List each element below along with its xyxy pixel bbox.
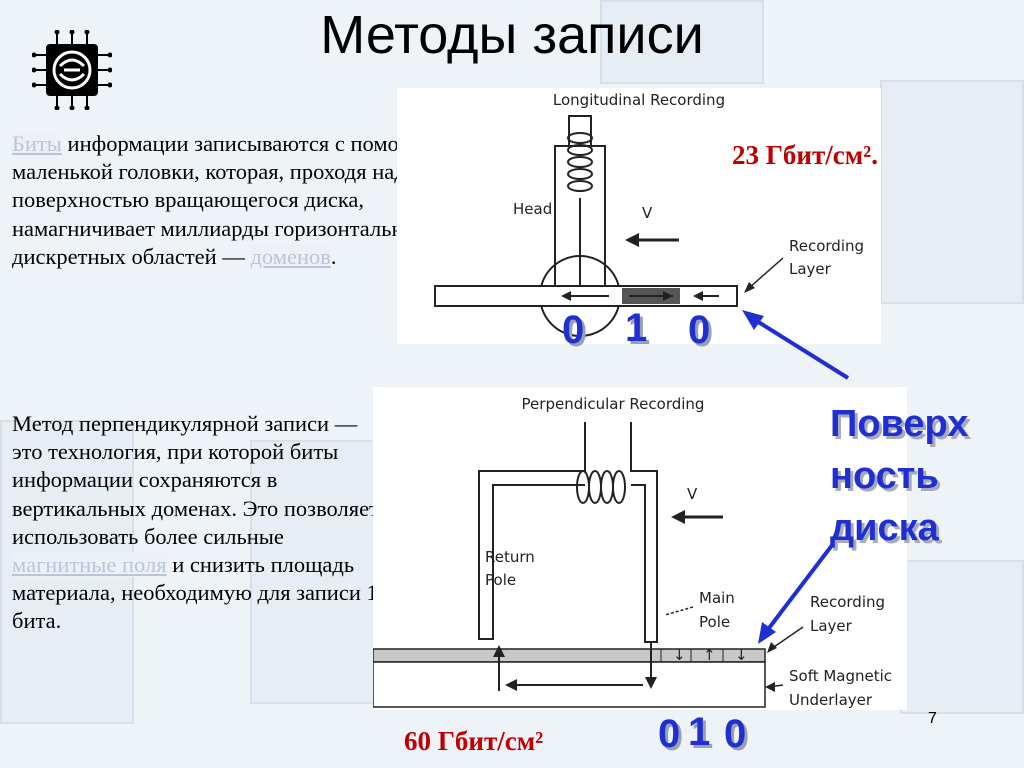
fig2-v-label: V <box>687 485 698 503</box>
fig2-layer-label-1: Recording <box>810 593 885 611</box>
head-label: Head <box>513 200 552 218</box>
density-longitudinal: 23 Гбит/см². <box>732 140 878 170</box>
link-magnetic-fields[interactable]: магнитные поля <box>12 552 167 578</box>
soft-label-2: Underlayer <box>789 691 873 709</box>
main-pole-label-1: Main <box>699 589 735 607</box>
paragraph-perpendicular: Метод перпендикулярной записи — это техн… <box>12 410 382 636</box>
paragraph-longitudinal: Биты информации записываются с помощью м… <box>12 130 492 271</box>
fig2-bit-0: 0 <box>658 712 681 756</box>
density-perpendicular: 60 Гбит/см² <box>404 726 544 756</box>
disk-surface-callout: Поверх ность диска <box>830 398 1020 554</box>
fig2-bit-2: 0 <box>724 712 747 756</box>
fig1-bit-2: 0 <box>688 308 711 352</box>
soft-label-1: Soft Magnetic <box>789 667 892 685</box>
paragraph2-text: Метод перпендикулярной записи — это техн… <box>12 411 379 549</box>
fig2-layer-label-2: Layer <box>810 617 853 635</box>
fig1-bit-0: 0 <box>562 308 585 352</box>
coil-icon <box>576 470 626 504</box>
svg-text:↓: ↓ <box>673 646 686 664</box>
fig1-bit-1: 1 <box>625 306 648 350</box>
callout-line-2: ность <box>830 455 939 497</box>
paragraph1-end: . <box>330 243 337 269</box>
svg-text:↓: ↓ <box>735 646 748 664</box>
chip-logo-icon <box>32 30 112 110</box>
paragraph1-text: информации записываются с помощью малень… <box>12 131 444 269</box>
paragraph2-end: и снизить площадь материала, необходимую… <box>12 552 378 634</box>
link-domains[interactable]: доменов <box>250 243 331 269</box>
return-pole-label-2: Pole <box>485 571 516 589</box>
callout-line-1: Поверх <box>830 403 969 445</box>
fig1-layer-label-2: Layer <box>789 260 832 278</box>
fig2-title: Perpendicular Recording <box>522 395 705 413</box>
fig1-v-label: V <box>642 204 653 222</box>
svg-text:↑: ↑ <box>703 646 716 664</box>
fig1-layer-label-1: Recording <box>789 237 864 255</box>
longitudinal-recording-figure: Longitudinal Recording Head V Recording … <box>397 88 881 344</box>
return-pole-label-1: Return <box>485 548 535 566</box>
coil-icon <box>567 132 593 192</box>
perpendicular-recording-figure: Perpendicular Recording Return Pole Main… <box>373 387 907 710</box>
fig2-bit-1: 1 <box>688 710 711 754</box>
fig1-title: Longitudinal Recording <box>553 91 725 109</box>
link-bits[interactable]: Биты <box>12 131 62 156</box>
main-pole-label-2: Pole <box>699 613 730 631</box>
slide-title: Методы записи <box>320 5 704 65</box>
callout-line-3: диска <box>830 507 939 549</box>
page-number: 7 <box>928 710 937 727</box>
